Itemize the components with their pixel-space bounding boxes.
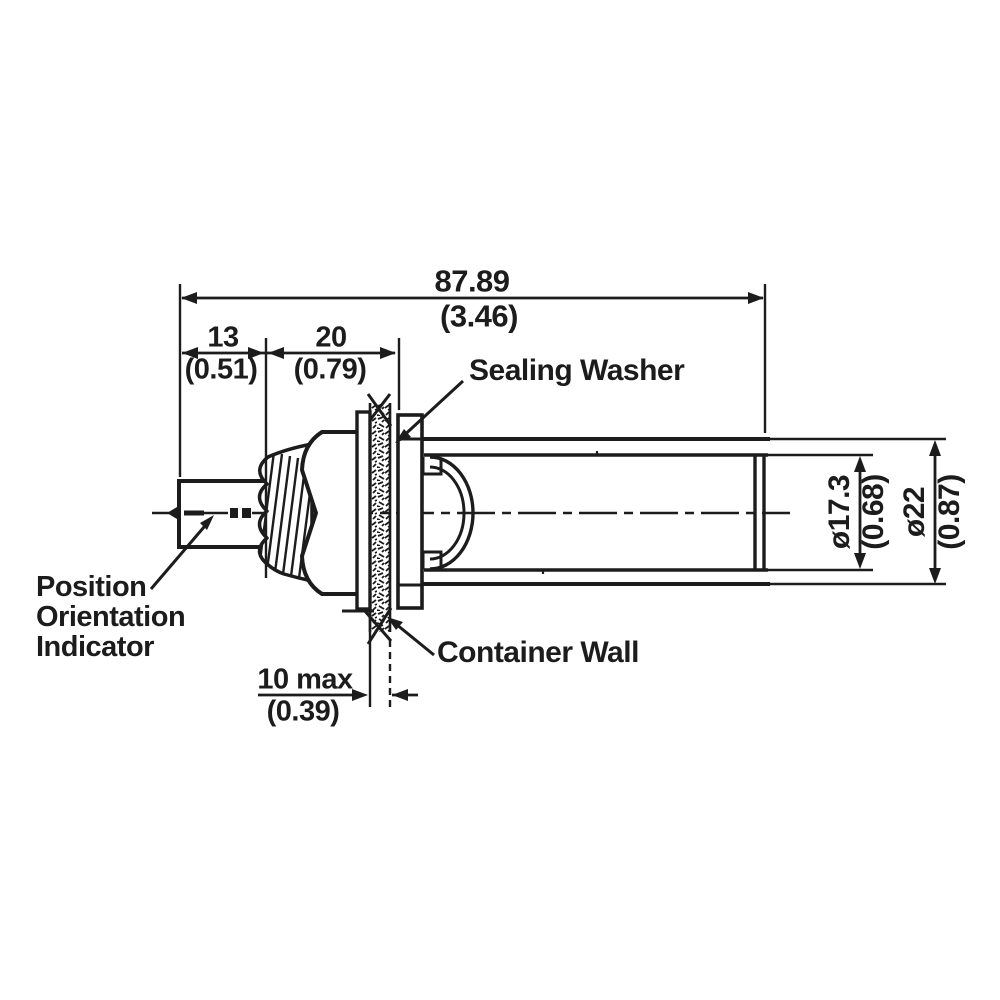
label-sealing-washer: Sealing Washer [469, 354, 685, 387]
dim-overall-length-mm: 87.89 [434, 263, 510, 299]
sealing-washer-part [342, 410, 374, 613]
dim-wall-thickness-inch: (0.39) [266, 695, 340, 728]
dim-overall-length [178, 284, 767, 477]
dim-cable-stub-inch: (0.51) [184, 353, 258, 386]
dim-stub-and-mount [182, 338, 401, 578]
dim-mount-section-mm: 20 [315, 321, 347, 354]
dim-wall-thickness [258, 609, 418, 707]
hex-nut [300, 430, 360, 596]
dim-mount-section-inch: (0.79) [293, 353, 367, 386]
tube-end-cap [753, 455, 766, 570]
dim-inner-diameter-mm: ø17.3 [823, 474, 856, 550]
dim-overall-length-inch: (3.46) [440, 298, 518, 334]
dim-inner-diameter [768, 453, 873, 572]
dim-outer-diameter [770, 437, 946, 586]
leader-position-indicator [149, 515, 214, 590]
label-position-orientation-indicator: Position Orientation Indicator [36, 571, 186, 663]
dim-inner-diameter-inch: (0.68) [857, 474, 890, 550]
dim-cable-stub-mm: 13 [207, 321, 239, 354]
dim-outer-diameter-inch: (0.87) [933, 474, 966, 550]
leader-sealing-washer [395, 379, 465, 443]
threaded-section [257, 442, 314, 583]
label-position-line: Position [36, 571, 147, 603]
internal-dome [421, 455, 475, 571]
position-indicator-marks [230, 508, 251, 518]
cable-stub [177, 479, 266, 549]
dim-outer-diameter-mm: ø22 [898, 486, 931, 538]
label-container-wall: Container Wall [437, 636, 639, 669]
dim-wall-thickness-mm: 10 max [257, 663, 353, 696]
sensor-tube [422, 437, 770, 586]
label-orientation-line: Orientation [36, 601, 186, 633]
leader-container-wall [387, 617, 435, 657]
body-flange [396, 413, 424, 610]
label-indicator-line: Indicator [36, 631, 154, 663]
